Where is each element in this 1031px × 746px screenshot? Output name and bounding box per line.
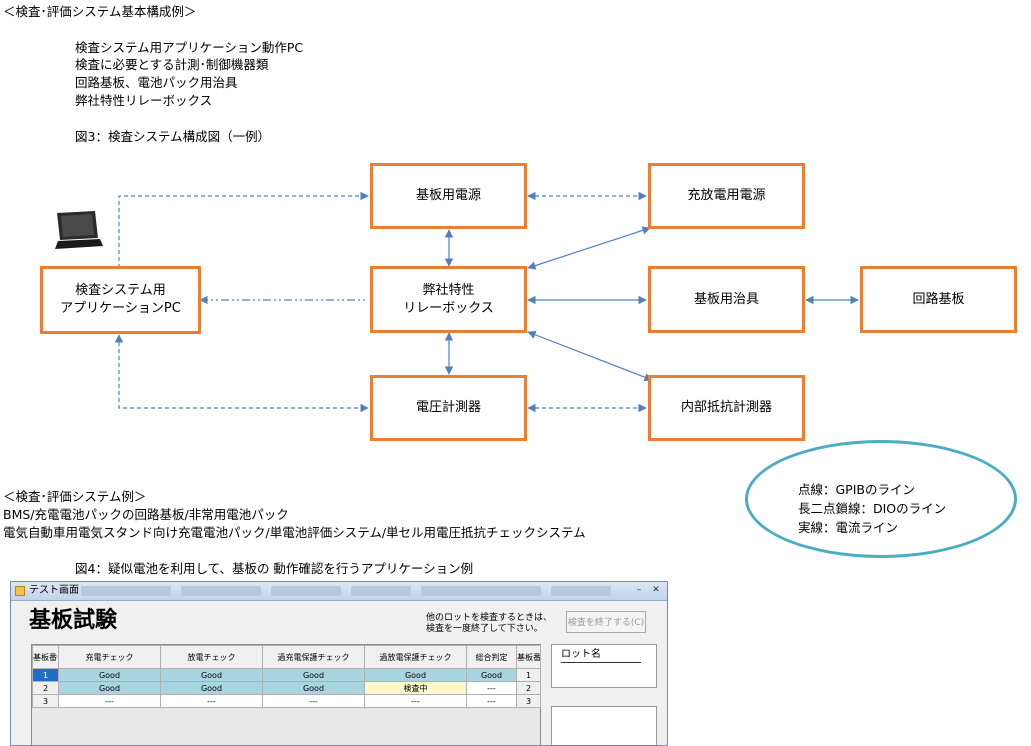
- app-note-line1: 他のロットを検査するときは、: [426, 613, 553, 623]
- minimize-icon[interactable]: –: [636, 585, 642, 595]
- table-cell[interactable]: ---: [466, 681, 517, 695]
- blurred-region: [81, 586, 171, 596]
- relay-label-line2: リレーボックス: [403, 300, 494, 316]
- app-note: 他のロットを検査するときは、 検査を一度終了して下さい。: [426, 613, 552, 635]
- figure3-caption: 図3：検査システム構成図（一例）: [75, 129, 271, 144]
- row-number-cell[interactable]: 3: [32, 694, 59, 708]
- table-cell[interactable]: Good: [58, 668, 161, 682]
- blurred-region: [271, 586, 341, 596]
- blurred-region: [351, 586, 411, 596]
- resistance-meter-box: 内部抵抗計測器: [648, 375, 805, 441]
- relay-box: 弊社特性 リレーボックス: [370, 266, 527, 333]
- table-cell[interactable]: ---: [160, 694, 263, 708]
- legend-dotted: 点線：GPIBのライン: [798, 482, 915, 497]
- app-titlebar: テスト画面 – ✕: [11, 582, 667, 601]
- board-jig-box: 基板用治具: [648, 266, 805, 333]
- charge-power-label: 充放電用電源: [687, 188, 766, 203]
- figure4-caption: 図4：疑似電池を利用して、基板の 動作確認を行うアプリケーション例: [75, 561, 474, 576]
- diagram-connectors: [55, 191, 859, 413]
- app-window: テスト画面 – ✕ 基板試験 他のロットを検査するときは、 検査を一度終了して下…: [10, 581, 668, 746]
- row-number-cell[interactable]: 3: [516, 694, 541, 708]
- app-window-title: テスト画面: [29, 585, 79, 596]
- table-cell[interactable]: Good: [466, 668, 517, 682]
- example-line1: BMS/充電電池パックの回路基板/非常用電池パック: [3, 507, 289, 522]
- table-cell[interactable]: ---: [58, 694, 161, 708]
- pc-label-line2: アプリケーションPC: [60, 301, 181, 316]
- table-cell[interactable]: Good: [262, 681, 365, 695]
- laptop-icon: [55, 211, 103, 249]
- pc-label-line1: 検査システム用: [75, 283, 166, 298]
- table-cell[interactable]: Good: [262, 668, 365, 682]
- voltmeter-box: 電圧計測器: [370, 375, 527, 441]
- table-cell[interactable]: Good: [364, 668, 467, 682]
- col-header[interactable]: 過充電保護チェック: [262, 645, 365, 669]
- row-number-cell[interactable]: 2: [516, 681, 541, 695]
- pc-box: 検査システム用 アプリケーションPC: [40, 266, 201, 334]
- current-line-relay-resist: [527, 330, 653, 382]
- table-row[interactable]: 3 --- --- --- --- --- 3: [32, 694, 541, 708]
- table-row[interactable]: 2 Good Good Good 検査中 --- 2: [32, 681, 541, 695]
- current-line-relay-charge: [527, 226, 651, 270]
- legend-ellipse: 点線：GPIBのライン 長二点鎖線：DIOのライン 実線：電流ライン: [745, 440, 1017, 558]
- table-cell[interactable]: Good: [160, 668, 263, 682]
- board-jig-label: 基板用治具: [693, 291, 759, 307]
- info-panel: [551, 706, 657, 745]
- lot-label: ロット名: [561, 649, 601, 660]
- blurred-region: [181, 586, 261, 596]
- blurred-region: [421, 586, 541, 596]
- col-header[interactable]: 過放電保護チェック: [364, 645, 467, 669]
- close-icon[interactable]: ✕: [652, 585, 660, 595]
- app-note-line2: 検査を一度終了して下さい。: [426, 624, 543, 634]
- table-cell[interactable]: 検査中: [364, 681, 467, 695]
- col-header[interactable]: 総合判定: [466, 645, 517, 669]
- component-item: 検査システム用アプリケーション動作PC: [75, 40, 304, 55]
- col-header[interactable]: 基板番号: [516, 645, 541, 669]
- section-title-examples: ＜検査･評価システム例＞: [3, 489, 147, 504]
- section-title-basic: ＜検査･評価システム基本構成例＞: [3, 4, 197, 19]
- table-cell[interactable]: Good: [58, 681, 161, 695]
- col-header[interactable]: 基板番号: [32, 645, 59, 669]
- col-header[interactable]: 充電チェック: [58, 645, 161, 669]
- component-item: 回路基板、電池パック用治具: [75, 75, 238, 90]
- table-row[interactable]: 1 Good Good Good Good Good 1: [32, 668, 541, 682]
- voltmeter-label: 電圧計測器: [415, 400, 481, 415]
- lot-underline: [561, 662, 641, 663]
- end-inspection-button[interactable]: 検査を終了する(C): [566, 611, 646, 633]
- table-cell[interactable]: ---: [466, 694, 517, 708]
- circuit-board-label: 回路基板: [912, 291, 965, 307]
- row-number-cell[interactable]: 1: [32, 668, 59, 682]
- gpib-line-pc-board-power: [118, 191, 369, 268]
- board-power-label: 基板用電源: [415, 188, 481, 203]
- component-item: 弊社特性リレーボックス: [75, 93, 213, 108]
- table-cell[interactable]: Good: [160, 681, 263, 695]
- table-cell[interactable]: ---: [262, 694, 365, 708]
- relay-label-line1: 弊社特性: [422, 282, 475, 298]
- blurred-region: [551, 586, 611, 596]
- resistance-meter-label: 内部抵抗計測器: [680, 400, 772, 415]
- grid-header-row: 基板番号 充電チェック 放電チェック 過充電保護チェック 過放電保護チェック 総…: [32, 645, 541, 669]
- results-grid: 基板番号 充電チェック 放電チェック 過充電保護チェック 過放電保護チェック 総…: [31, 644, 541, 745]
- charge-power-box: 充放電用電源: [648, 163, 805, 229]
- circuit-board-box: 回路基板: [860, 266, 1017, 333]
- row-number-cell[interactable]: 1: [516, 668, 541, 682]
- app-window-icon: [15, 586, 25, 596]
- row-number-cell[interactable]: 2: [32, 681, 59, 695]
- gpib-line-pc-voltmeter: [114, 334, 369, 413]
- app-title: 基板試験: [29, 608, 118, 633]
- board-power-box: 基板用電源: [370, 163, 527, 229]
- example-line2: 電気自動車用電気スタンド向け充電電池パック/単電池評価システム/単セル用電圧抵抗…: [3, 525, 586, 540]
- component-item: 検査に必要とする計測･制御機器類: [75, 57, 269, 72]
- legend-dash-dot-dot: 長二点鎖線：DIOのライン: [798, 501, 947, 516]
- col-header[interactable]: 放電チェック: [160, 645, 263, 669]
- lot-panel: ロット名: [551, 644, 657, 688]
- table-cell[interactable]: ---: [364, 694, 467, 708]
- legend-solid: 実線：電流ライン: [798, 520, 899, 535]
